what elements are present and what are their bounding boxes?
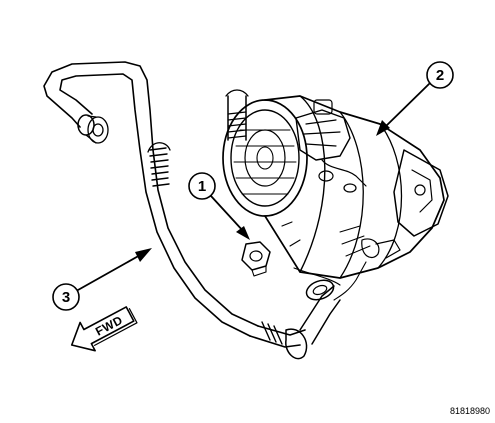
figure-id: 81818980 xyxy=(450,406,490,416)
callout-2: 2 xyxy=(376,61,454,136)
callout-2-number: 2 xyxy=(436,67,444,84)
forward-direction-arrow: FWD xyxy=(70,306,138,352)
ac-compressor xyxy=(222,89,449,279)
callout-1-number: 1 xyxy=(198,178,206,195)
callout-3: 3 xyxy=(52,248,152,311)
callout-1: 1 xyxy=(188,172,250,240)
refrigerant-line xyxy=(43,61,367,360)
mounting-nut xyxy=(241,241,271,277)
callout-3-number: 3 xyxy=(62,289,70,306)
